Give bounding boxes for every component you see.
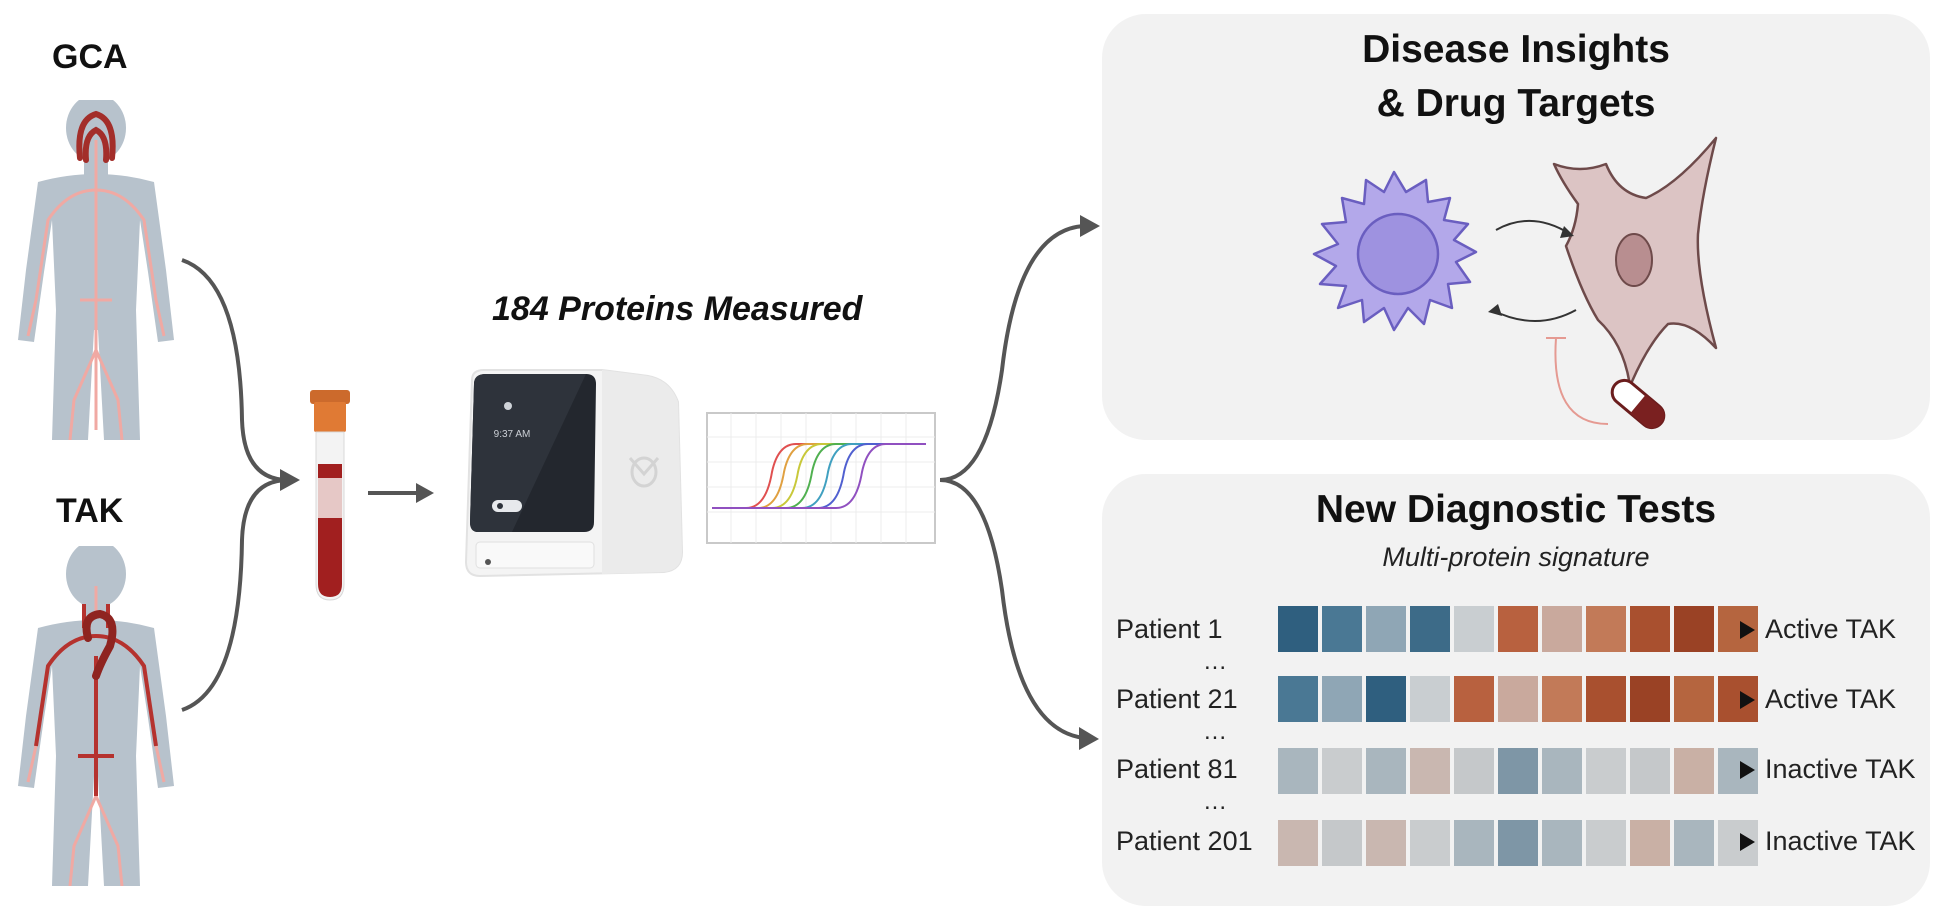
protein-analyzer-device: 9:37 AM bbox=[464, 369, 684, 578]
signature-cell bbox=[1498, 606, 1538, 652]
instrument-title: 184 Proteins Measured bbox=[492, 290, 863, 328]
signature-row bbox=[1278, 676, 1758, 722]
ellipsis: ... bbox=[1204, 648, 1228, 675]
merge-arrows bbox=[181, 258, 300, 712]
ellipsis: ... bbox=[1204, 788, 1228, 815]
diagnostics-title: New Diagnostic Tests bbox=[1315, 488, 1717, 531]
signature-cell bbox=[1454, 820, 1494, 866]
signature-cell bbox=[1498, 748, 1538, 794]
signature-cell bbox=[1366, 820, 1406, 866]
signature-cell bbox=[1630, 820, 1670, 866]
triangle-icon bbox=[1740, 690, 1755, 709]
signature-cell bbox=[1674, 676, 1714, 722]
signature-cell bbox=[1498, 676, 1538, 722]
signature-cell bbox=[1410, 820, 1450, 866]
device-screen-time: 9:37 AM bbox=[494, 429, 531, 440]
signature-cell bbox=[1366, 676, 1406, 722]
signature-cell bbox=[1322, 748, 1362, 794]
signature-cell bbox=[1674, 748, 1714, 794]
outcome-text: Inactive TAK bbox=[1765, 826, 1916, 856]
signature-cell bbox=[1454, 748, 1494, 794]
arrow-to-device bbox=[368, 483, 434, 503]
patient-label: Patient 201 bbox=[1116, 826, 1253, 856]
triangle-icon bbox=[1740, 620, 1755, 639]
triangle-icon bbox=[1740, 760, 1755, 779]
diagnostics-subtitle: Multi-protein signature bbox=[1382, 542, 1650, 572]
signature-cell bbox=[1454, 606, 1494, 652]
insights-title-line2: & Drug Targets bbox=[1376, 82, 1656, 125]
signature-cell bbox=[1410, 606, 1450, 652]
signature-row bbox=[1278, 820, 1758, 866]
blood-tube-icon bbox=[310, 390, 350, 601]
gca-body-figure bbox=[18, 100, 174, 440]
signature-cell bbox=[1454, 676, 1494, 722]
signature-cell bbox=[1630, 748, 1670, 794]
patient-label: Patient 1 bbox=[1116, 614, 1223, 644]
patient-label: Patient 21 bbox=[1116, 684, 1238, 714]
split-arrows bbox=[939, 215, 1100, 750]
disease-insights-panel: Disease Insights & Drug Targets bbox=[1102, 14, 1930, 440]
signature-cell bbox=[1586, 676, 1626, 722]
outcome-text: Inactive TAK bbox=[1765, 754, 1916, 784]
signature-cell bbox=[1542, 676, 1582, 722]
outcome-label: Active TAK bbox=[1740, 614, 1896, 645]
outcome-label: Active TAK bbox=[1740, 684, 1896, 715]
insights-title-line1: Disease Insights bbox=[1362, 28, 1670, 71]
signature-cell bbox=[1586, 820, 1626, 866]
signature-cell bbox=[1410, 748, 1450, 794]
gca-label: GCA bbox=[52, 38, 128, 76]
signature-cell bbox=[1498, 820, 1538, 866]
signature-cell bbox=[1278, 820, 1318, 866]
signature-cell bbox=[1410, 676, 1450, 722]
tak-label: TAK bbox=[56, 492, 124, 530]
outcome-text: Active TAK bbox=[1765, 614, 1897, 644]
patient-label: Patient 81 bbox=[1116, 754, 1238, 784]
signature-cell bbox=[1586, 606, 1626, 652]
signature-cell bbox=[1366, 606, 1406, 652]
signature-cell bbox=[1366, 748, 1406, 794]
outcome-text: Active TAK bbox=[1765, 684, 1897, 714]
fibroblast-cell-icon bbox=[1552, 136, 1718, 388]
signature-cell bbox=[1630, 676, 1670, 722]
signature-cell bbox=[1674, 606, 1714, 652]
immune-cell-icon bbox=[1312, 170, 1478, 332]
tak-body-figure bbox=[18, 546, 174, 886]
outcome-label: Inactive TAK bbox=[1740, 754, 1916, 785]
signature-cell bbox=[1542, 748, 1582, 794]
drug-pill-icon bbox=[1610, 378, 1666, 430]
signature-cell bbox=[1278, 676, 1318, 722]
amplification-curves-chart bbox=[706, 412, 936, 544]
cell-interaction-illustration bbox=[1312, 136, 1718, 430]
signature-cell bbox=[1322, 676, 1362, 722]
signature-cell bbox=[1278, 606, 1318, 652]
signature-row bbox=[1278, 748, 1758, 794]
diagnostic-tests-panel: New Diagnostic Tests Multi-protein signa… bbox=[1102, 474, 1930, 906]
signature-cell bbox=[1322, 820, 1362, 866]
signature-cell bbox=[1630, 606, 1670, 652]
signature-row bbox=[1278, 606, 1758, 652]
signature-cell bbox=[1674, 820, 1714, 866]
signature-cell bbox=[1278, 748, 1318, 794]
signature-cell bbox=[1586, 748, 1626, 794]
triangle-icon bbox=[1740, 832, 1755, 851]
signature-cell bbox=[1542, 820, 1582, 866]
signature-cell bbox=[1322, 606, 1362, 652]
signature-cell bbox=[1542, 606, 1582, 652]
ellipsis: ... bbox=[1204, 718, 1228, 745]
outcome-label: Inactive TAK bbox=[1740, 826, 1916, 857]
